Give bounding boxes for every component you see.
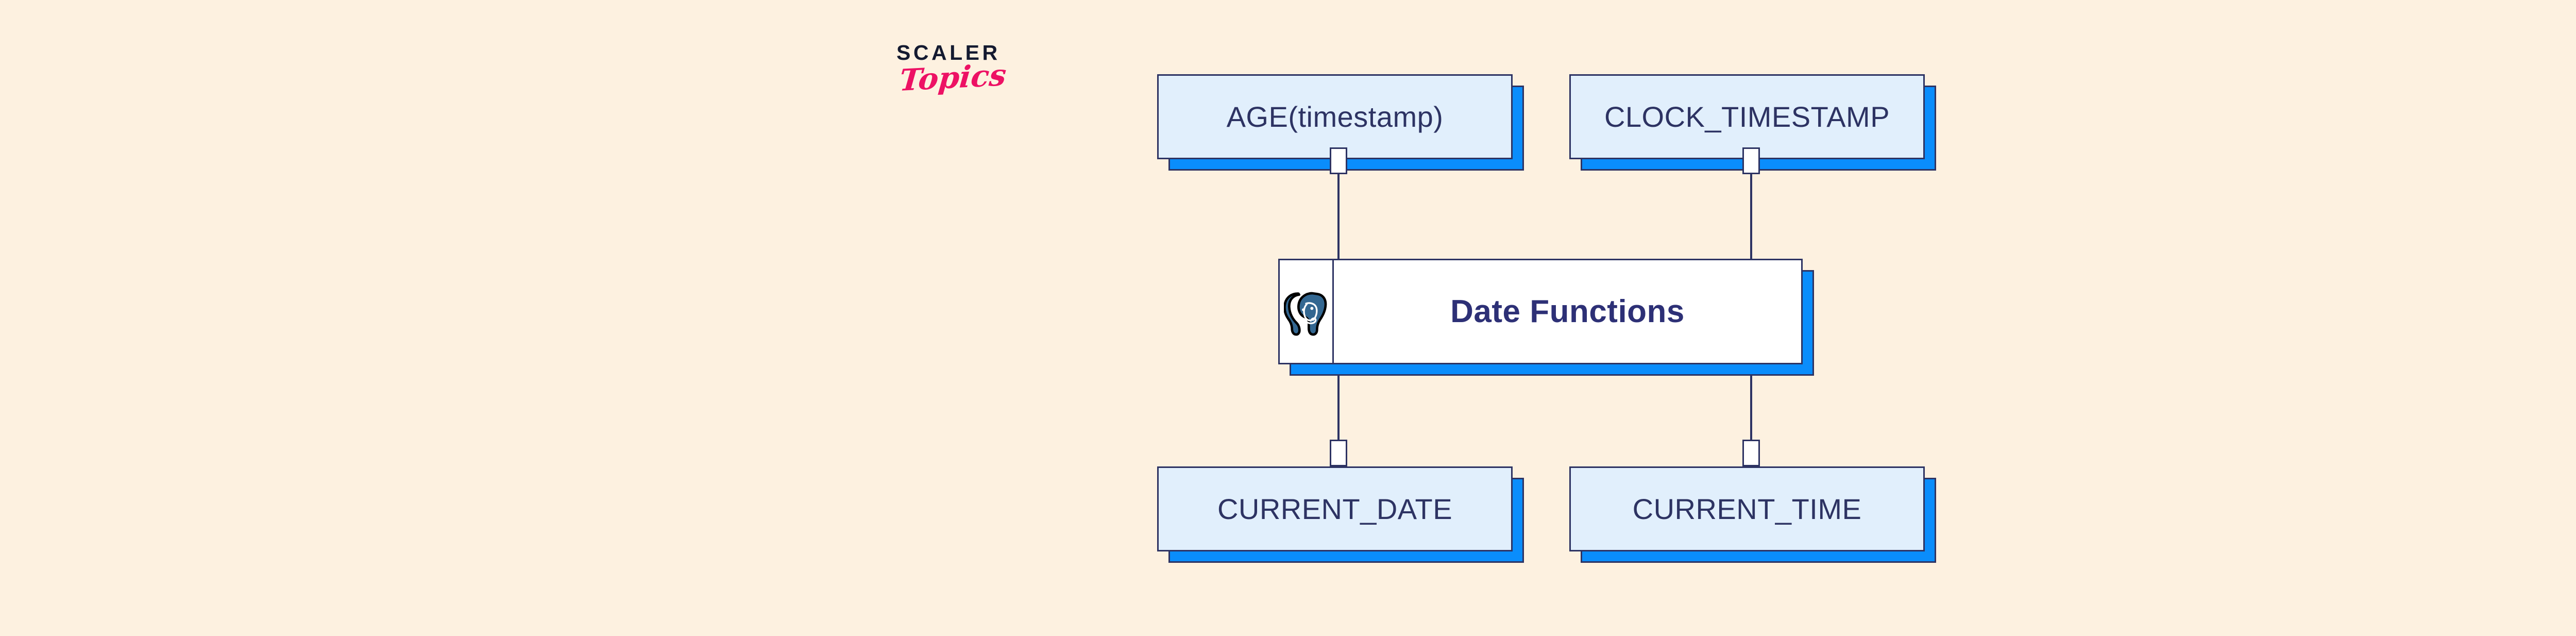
node-date-functions[interactable]: Date Functions (1278, 259, 1814, 376)
node-clock-timestamp[interactable]: CLOCK_TIMESTAMP (1569, 74, 1936, 171)
postgresql-elephant-icon (1284, 292, 1327, 336)
node-face: CURRENT_DATE (1157, 466, 1513, 551)
connector-plug-current-date (1330, 440, 1347, 466)
node-face: AGE(timestamp) (1157, 74, 1513, 159)
center-logo-cell (1280, 260, 1334, 363)
connector-plug-current-time (1742, 440, 1760, 466)
connector-plug-age (1330, 147, 1347, 174)
node-face: CURRENT_TIME (1569, 466, 1925, 551)
node-face: CLOCK_TIMESTAMP (1569, 74, 1925, 159)
scaler-topics-logo: SCALER Topics (896, 42, 1061, 125)
center-node-face: Date Functions (1278, 259, 1803, 364)
connector-line-age (1337, 174, 1340, 259)
node-label: AGE(timestamp) (1226, 101, 1444, 133)
node-label: CLOCK_TIMESTAMP (1604, 101, 1890, 133)
connector-line-clock (1750, 174, 1752, 259)
brand-script-text: Topics (898, 57, 1008, 98)
connector-line-current-date (1337, 364, 1340, 440)
center-title-cell: Date Functions (1334, 260, 1801, 363)
node-label: CURRENT_DATE (1217, 493, 1453, 525)
node-current-date[interactable]: CURRENT_DATE (1157, 466, 1524, 563)
node-current-time[interactable]: CURRENT_TIME (1569, 466, 1936, 563)
node-age-timestamp[interactable]: AGE(timestamp) (1157, 74, 1524, 171)
brand-wordmark: SCALER (896, 41, 1001, 64)
center-node-title: Date Functions (1450, 294, 1685, 329)
connector-line-current-time (1750, 364, 1752, 440)
node-label: CURRENT_TIME (1632, 493, 1862, 525)
connector-plug-clock (1742, 147, 1760, 174)
